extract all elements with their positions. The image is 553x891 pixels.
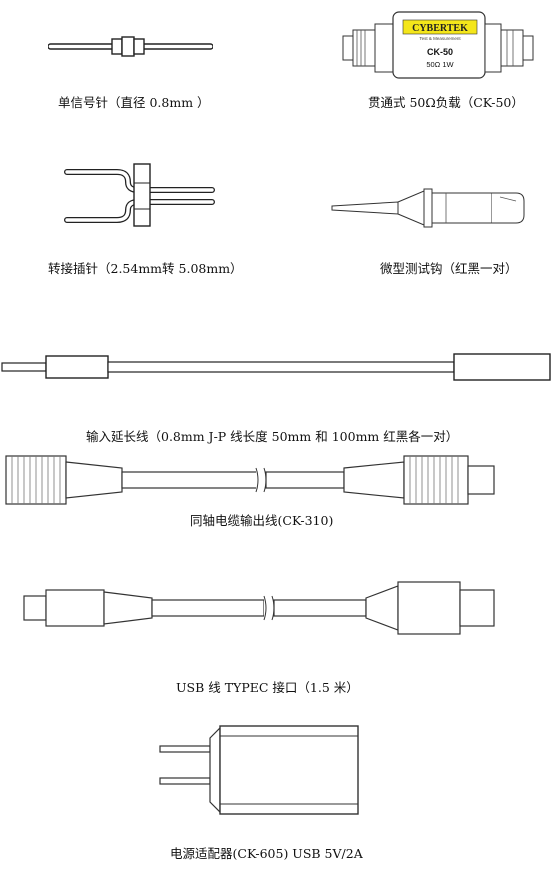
usb-cable-illustration — [20, 580, 500, 636]
adapter-pin-caption: 转接插针（2.54mm转 5.08mm） — [48, 261, 243, 276]
extension-lead-caption: 输入延长线（0.8mm J-P 线长度 50mm 和 100mm 红黑各一对） — [86, 429, 459, 444]
power-adapter-illustration — [158, 720, 363, 820]
extension-lead-illustration — [0, 352, 553, 384]
signal-pin-illustration — [48, 34, 213, 60]
load-model: CK-50 — [427, 47, 453, 57]
power-adapter-caption: 电源适配器(CK-605) USB 5V/2A — [170, 846, 363, 861]
adapter-pin-illustration — [62, 162, 217, 228]
brand-tagline: Test & Measurement — [419, 36, 461, 41]
load-spec: 50Ω 1W — [426, 60, 454, 69]
signal-pin-caption: 单信号针（直径 0.8mm ） — [58, 95, 210, 110]
test-hook-caption: 微型测试钩（红黑一对） — [380, 261, 518, 276]
coax-cable-illustration — [4, 450, 524, 512]
feedthrough-load-illustration: CYBERTEK Test & Measurement CK-50 50Ω 1W — [339, 8, 537, 84]
test-hook-illustration — [328, 187, 528, 229]
brand-name: CYBERTEK — [412, 23, 468, 34]
brand-label-background — [402, 19, 478, 35]
usb-cable-caption: USB 线 TYPEC 接口（1.5 米） — [176, 680, 359, 695]
coax-cable-caption: 同轴电缆输出线(CK-310) — [190, 513, 334, 528]
feedthrough-load-caption: 贯通式 50Ω负载（CK-50） — [368, 95, 524, 110]
